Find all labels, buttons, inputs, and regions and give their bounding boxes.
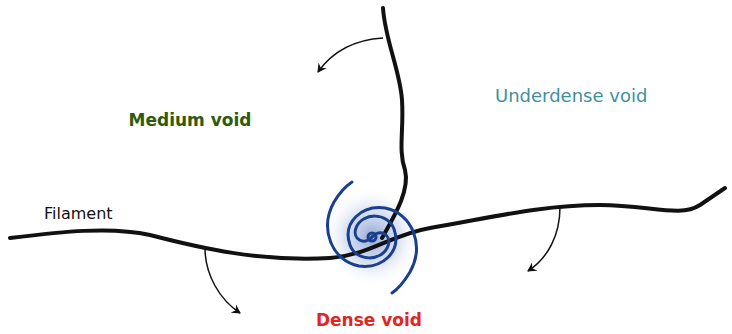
filament-line xyxy=(10,188,725,259)
region-label: Dense void xyxy=(316,310,422,330)
filament-label: Filament xyxy=(44,204,113,223)
region-label: Underdense void xyxy=(495,85,647,107)
region-label: Medium void xyxy=(129,110,252,130)
filament-line xyxy=(382,8,406,238)
spiral-galaxy xyxy=(328,182,417,293)
flow-arrow xyxy=(318,38,383,72)
flow-arrow xyxy=(528,207,560,271)
flow-arrow xyxy=(205,248,240,313)
